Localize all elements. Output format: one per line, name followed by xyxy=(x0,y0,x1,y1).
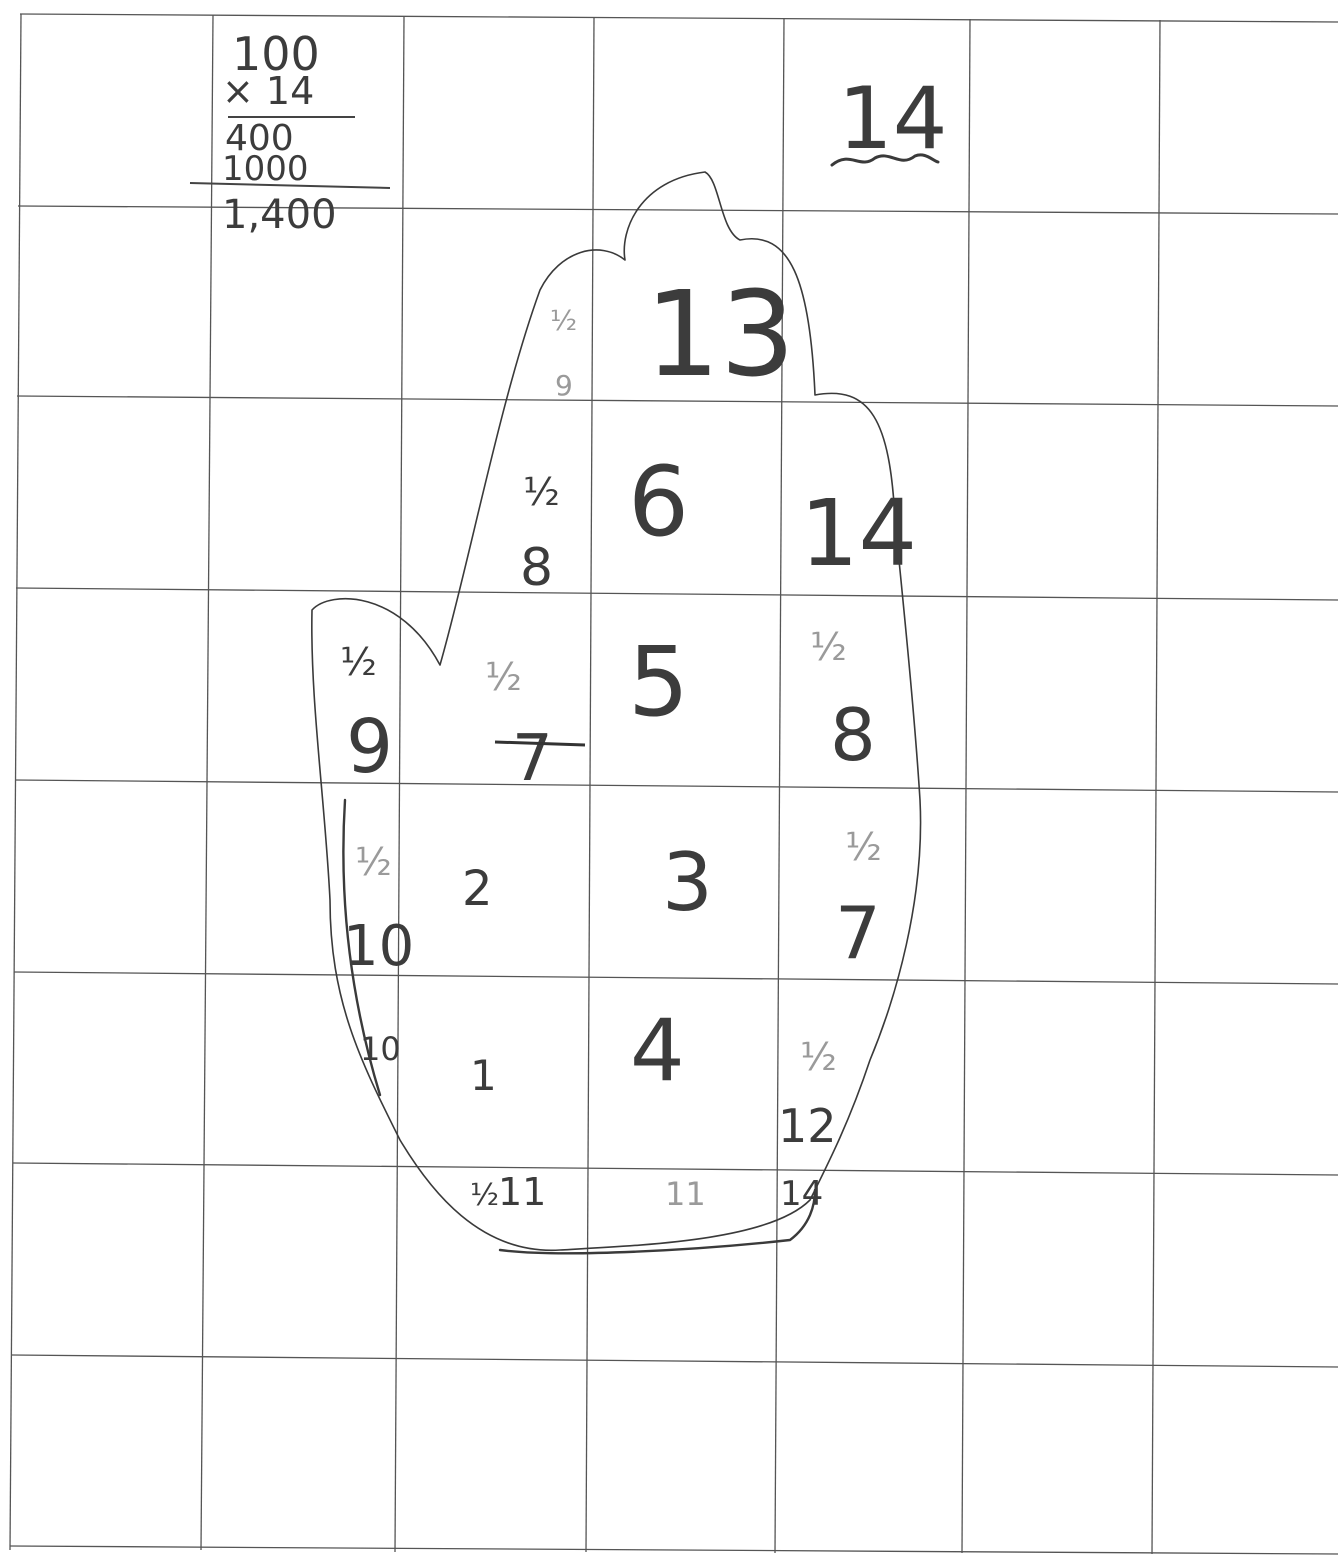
cell-7b: 7 xyxy=(512,722,553,796)
cell-13: 13 xyxy=(645,265,795,403)
half-fraction: ½ xyxy=(470,1178,499,1213)
cell-9: 9 xyxy=(346,704,393,790)
half-fraction: ½ xyxy=(355,840,392,884)
cell-7: 7 xyxy=(835,891,881,975)
half-fraction: ½ xyxy=(550,304,577,337)
strike-mark xyxy=(495,742,585,745)
cell-8: 8 xyxy=(830,693,876,777)
cell-9b: 9 xyxy=(555,369,573,402)
cell-4: 4 xyxy=(630,1001,685,1101)
cell-12: 12 xyxy=(778,1099,837,1153)
cell-1: 1 xyxy=(470,1051,497,1100)
cell-5: 5 xyxy=(628,626,689,738)
half-fraction: ½ xyxy=(340,640,377,684)
multiplication-work: 100 × 14 400 1000 1,400 xyxy=(190,27,390,238)
partial-product-2: 1000 xyxy=(222,149,309,189)
cell-2: 2 xyxy=(462,861,493,917)
count-label: 14 xyxy=(838,69,947,169)
cell-6: 6 xyxy=(628,446,689,558)
cell-14b: 14 xyxy=(780,1174,823,1214)
cell-14: 14 xyxy=(800,480,917,587)
multiplier: × 14 xyxy=(222,69,314,113)
half-fraction: ½ xyxy=(845,825,882,869)
cell-11b: 11 xyxy=(665,1175,706,1213)
half-fraction: ½ xyxy=(800,1035,837,1079)
grid-lines xyxy=(10,14,1338,1554)
half-fraction: ½ xyxy=(810,625,847,669)
cell-10: 10 xyxy=(343,914,414,979)
cell-3: 3 xyxy=(662,836,713,929)
half-fraction: ½ xyxy=(485,655,522,699)
half-fraction: ½ xyxy=(523,470,560,514)
cell-11a: 11 xyxy=(498,1170,546,1214)
cell-8b: 8 xyxy=(520,538,553,598)
half-fractions: ½ ½ ½ ½ ½ ½ ½ ½ ½ xyxy=(340,304,882,1213)
cell-10b: 10 xyxy=(360,1030,401,1068)
product-total: 1,400 xyxy=(222,192,337,238)
